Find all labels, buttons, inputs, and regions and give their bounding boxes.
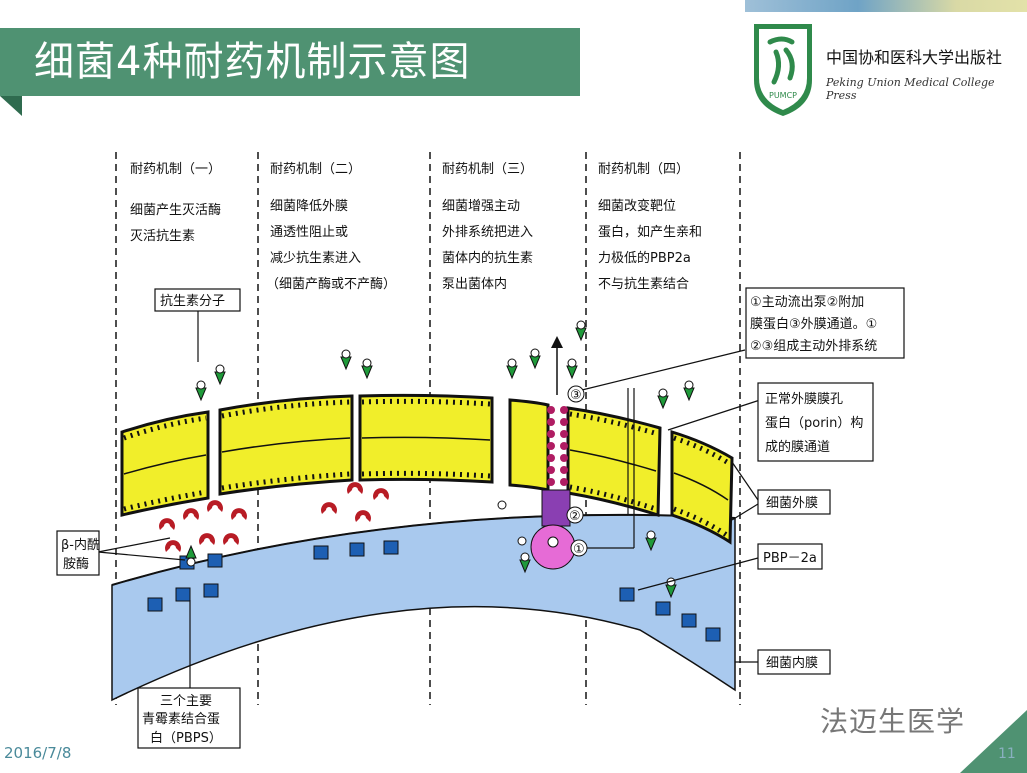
mechanism-3-line-2: 外排系统把进入 — [442, 225, 533, 240]
accessory-protein — [541, 489, 571, 527]
efflux-line-2: 膜蛋白③外膜通道。① — [750, 316, 877, 332]
porin-line-2: 蛋白（porin）构 — [765, 415, 863, 431]
pbps-line-2: 青霉素结合蛋 — [142, 712, 220, 727]
mechanism-1-line-2: 灭活抗生素 — [130, 229, 195, 244]
efflux-system-box — [745, 287, 905, 359]
mechanism-4-line-1: 细菌改变靶位 — [598, 198, 676, 214]
pbps-line-3: 白（PBPS） — [150, 730, 222, 746]
slide-title: 细菌4种耐药机制示意图 — [34, 39, 471, 85]
porin-line-1: 正常外膜膜孔 — [765, 392, 843, 407]
outer-membrane-segment — [670, 429, 734, 545]
outer-membrane-segment — [218, 394, 354, 496]
inner-membrane-label: 细菌内膜 — [766, 655, 818, 671]
efflux-pump — [530, 336, 576, 570]
mechanism-2-heading: 耐药机制（二） — [270, 162, 361, 177]
mechanism-1-heading: 耐药机制（一） — [130, 162, 221, 177]
efflux-component-markers: ③ ② ① — [566, 385, 588, 557]
logo-text: PUMCP — [769, 91, 797, 100]
publisher-name-cn: 中国协和医科大学出版社 — [826, 48, 1003, 67]
title-bar — [0, 28, 580, 96]
mechanism-2-line-3: 减少抗生素进入 — [270, 251, 361, 266]
mechanism-4-line-2: 蛋白，如产生亲和 — [598, 224, 702, 240]
beta-lactamase-line-2: 胺酶 — [63, 556, 89, 572]
pbps-line-1: 三个主要 — [160, 694, 212, 709]
inner-membrane-box — [757, 649, 831, 675]
mechanism-3-line-1: 细菌增强主动 — [442, 199, 520, 214]
callouts — [97, 310, 761, 688]
title-bar-fold — [0, 96, 22, 116]
porin-box — [757, 382, 874, 462]
mechanism-descriptions: 细菌产生灭活酶 灭活抗生素 细菌降低外膜 通透性阻止或 减少抗生素进入 （细菌产… — [130, 198, 702, 292]
marker-3: ③ — [570, 388, 582, 403]
mechanism-3-line-4: 泵出菌体内 — [442, 276, 507, 292]
corner-decoration — [960, 710, 1027, 773]
outer-membrane-segment — [566, 406, 662, 518]
mechanism-2-line-1: 细菌降低外膜 — [270, 199, 348, 214]
mechanism-2-line-2: 通透性阻止或 — [270, 225, 348, 240]
porin-line-3: 成的膜通道 — [765, 439, 830, 455]
efflux-line-1: ①主动流出泵②附加 — [750, 295, 864, 310]
outer-membrane-box — [757, 489, 831, 515]
lipid-midlines — [123, 436, 729, 501]
pbps-box — [137, 687, 241, 749]
marker-1: ① — [573, 542, 585, 557]
outer-membrane-segment — [358, 393, 494, 484]
lipid-heads — [123, 398, 732, 539]
efflux-line-3: ②③组成主动外排系统 — [750, 339, 877, 354]
header-stripe — [745, 0, 1027, 12]
mechanism-headings: 耐药机制（一） 耐药机制（二） 耐药机制（三） 耐药机制（四） — [130, 162, 689, 177]
antibiotic-molecule-label: 抗生素分子 — [160, 294, 225, 309]
watermark-account: 法迈生医学 — [820, 705, 966, 738]
beta-lactamase-box — [56, 530, 100, 576]
inner-membrane — [111, 514, 736, 702]
pbp2a-box — [757, 543, 823, 570]
mechanism-3-line-3: 菌体内的抗生素 — [442, 250, 533, 266]
mechanism-4-heading: 耐药机制（四） — [598, 162, 689, 177]
outer-membrane-segment — [508, 398, 550, 492]
publisher-name-en: Peking Union Medical College Press — [826, 76, 995, 102]
publisher-logo: PUMCP — [754, 24, 812, 116]
mechanism-1-line-1: 细菌产生灭活酶 — [130, 202, 221, 218]
slide-date: 2016/7/8 — [4, 744, 72, 762]
beta-lactamase-enzymes — [158, 482, 389, 552]
page-number: 11 — [998, 746, 1016, 762]
mechanism-3-heading: 耐药机制（三） — [442, 162, 533, 177]
beta-lactamase-line-1: β-内酰 — [61, 537, 100, 553]
outer-membrane-label: 细菌外膜 — [766, 496, 818, 511]
pbp2a-label: PBP－2a — [763, 551, 817, 566]
marker-2: ② — [569, 509, 581, 524]
outer-membrane-channel — [547, 406, 568, 486]
mechanism-4-line-4: 不与抗生素结合 — [598, 277, 689, 292]
mechanism-4-line-3: 力极低的PBP2a — [598, 250, 691, 266]
antibiotic-molecules — [185, 320, 695, 599]
antibiotic-molecule-box — [154, 288, 241, 312]
mechanism-2-line-4: （细菌产酶或不产酶） — [266, 276, 396, 292]
